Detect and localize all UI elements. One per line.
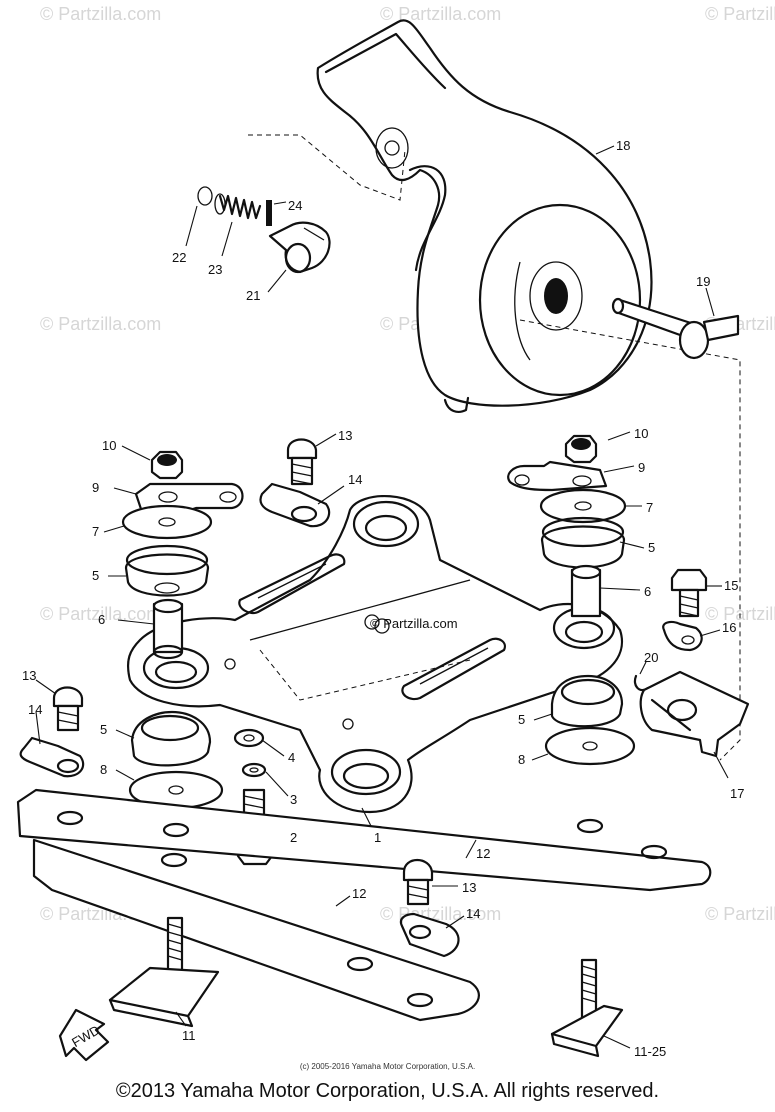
callout-15: 15: [724, 578, 738, 593]
callout-8: 8: [518, 752, 525, 767]
part-12-rail-lower: [32, 838, 480, 1022]
watermark: © Partzilla.com: [40, 604, 161, 624]
callout-10: 10: [102, 438, 116, 453]
watermark: © Partzilla.com: [40, 4, 161, 24]
callout-17: 17: [730, 786, 744, 801]
callout-13: 13: [22, 668, 36, 683]
callout-8: 8: [100, 762, 107, 777]
left-mount-stack: [103, 445, 244, 660]
part-6-collar: [570, 564, 602, 618]
watermark: © Partzilla.com: [705, 4, 775, 24]
part-1-frame: [126, 494, 623, 833]
fwd-arrow-icon: FWD: [58, 1008, 110, 1062]
part-14-clip: [19, 736, 85, 778]
callout-6: 6: [98, 612, 105, 627]
part-19-pin: [611, 287, 740, 360]
part-13-bolt: [286, 438, 318, 486]
callout-13: 13: [462, 880, 476, 895]
part-5-rubber: [130, 710, 212, 767]
part-10-nut: [150, 450, 184, 480]
callout-14: 14: [28, 702, 42, 717]
callout-14: 14: [348, 472, 362, 487]
part-17-plate: [639, 670, 750, 758]
callout-3: 3: [290, 792, 297, 807]
part-15-bolt: [670, 568, 708, 618]
callout-23: 23: [208, 262, 222, 277]
assembly-line: [519, 319, 741, 761]
part-11-25-anchor: [550, 958, 631, 1058]
watermark-layer: © Partzilla.com © Partzilla.com © Partzi…: [40, 4, 775, 924]
callout-9: 9: [92, 480, 99, 495]
callout-5: 5: [100, 722, 107, 737]
part-13-bolt: [52, 686, 84, 732]
part-5-rubber: [540, 516, 626, 569]
part-24-pin: [266, 200, 272, 226]
callout-14: 14: [466, 906, 480, 921]
assembly-line: [248, 134, 406, 201]
watermark: © Partzilla.com: [380, 904, 501, 924]
callout-6: 6: [644, 584, 651, 599]
part-7-plate: [121, 504, 213, 540]
right-mount-stack: [507, 431, 645, 618]
part-4-washer: [233, 728, 265, 748]
copyright-notice: ©2013 Yamaha Motor Corporation, U.S.A. A…: [115, 1080, 660, 1102]
part-21-knob: [268, 221, 331, 274]
callout-9: 9: [638, 460, 645, 475]
watermark: © Partzilla.com: [40, 314, 161, 334]
part-12-rail-upper: [16, 788, 712, 892]
callout-labels: 1 2 3 4 5 5 5 5 6 6 7 7 8 8 9 9 10 10 11…: [22, 138, 744, 1059]
callout-12: 12: [476, 846, 490, 861]
middle-bolt-14: [259, 433, 345, 528]
part-18-fan-cover: [316, 19, 653, 413]
callout-11-25: 11-25: [634, 1044, 666, 1059]
callout-2: 2: [290, 830, 297, 845]
callout-5: 5: [648, 540, 655, 555]
part-5-rubber: [124, 544, 210, 597]
watermark: © Partzilla.com: [705, 904, 775, 924]
callout-22: 22: [172, 250, 186, 265]
callout-21: 21: [246, 288, 260, 303]
part-9-bracket: [507, 460, 608, 492]
callout-18: 18: [616, 138, 630, 153]
callout-12: 12: [352, 886, 366, 901]
part-11-anchor: [108, 916, 220, 1028]
bottom-bolt-14: [399, 858, 465, 958]
part-14-clip: [399, 912, 460, 958]
callout-20: 20: [644, 650, 658, 665]
callout-10: 10: [634, 426, 648, 441]
callout-24: 24: [288, 198, 302, 213]
part-14-clip: [259, 482, 331, 528]
callout-19: 19: [696, 274, 710, 289]
part-16-washer: [662, 620, 703, 652]
callout-1: 1: [374, 830, 381, 845]
callout-4: 4: [288, 750, 295, 765]
callout-11: 11: [182, 1028, 196, 1043]
part-10-nut: [564, 434, 598, 464]
callout-13: 13: [338, 428, 352, 443]
part-22-washer: [197, 186, 213, 206]
right-bracket-parts: [633, 568, 750, 779]
right-lower-parts: [531, 674, 636, 766]
part-6-collar: [152, 598, 184, 660]
callout-5: 5: [92, 568, 99, 583]
callout-16: 16: [722, 620, 736, 635]
callout-7: 7: [646, 500, 653, 515]
left-lower-parts: [19, 679, 224, 810]
diagram-copyright: (c) 2005-2016 Yamaha Motor Corporation, …: [299, 1062, 476, 1071]
part-5-rubber: [550, 674, 624, 728]
part-3-spring-washer: [241, 762, 267, 778]
part-13-bolt: [402, 858, 434, 906]
callout-5: 5: [518, 712, 525, 727]
watermark: © Partzilla.com: [380, 4, 501, 24]
part-8-washer: [544, 726, 636, 766]
part-23-spring: [214, 193, 262, 220]
callout-7: 7: [92, 524, 99, 539]
knob-assembly: [185, 186, 331, 293]
center-watermark: © Partzilla.com: [370, 616, 458, 631]
